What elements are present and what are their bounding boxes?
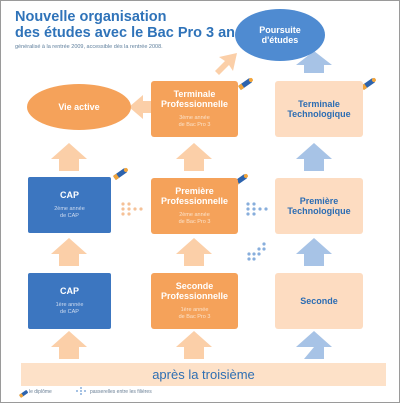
premiere-techno-name: Première Technologique	[287, 196, 351, 216]
arrow-to-poursuite	[296, 51, 332, 73]
up-arrow-icon	[176, 331, 212, 359]
premiere-techno-box: Première Technologique	[275, 178, 363, 234]
seconde-pro-sub: 1ère année de Bac Pro 3	[178, 307, 211, 320]
seconde-techno-name: Seconde	[300, 296, 338, 306]
up-arrow-icon	[51, 143, 87, 171]
title-line-2: des études avec le Bac Pro 3 ans	[15, 25, 244, 41]
page-title: Nouvelle organisation des études avec le…	[15, 9, 243, 41]
premiere-pro-box: Première Professionnelle 2ème année de B…	[151, 178, 238, 234]
vie-active-oval: Vie active	[27, 84, 131, 130]
arrow-to-vie-active	[129, 95, 151, 119]
cap-lower-sub: 1ère année de CAP	[55, 302, 84, 315]
page-subtitle: généralisé à la rentrée 2009, accessible…	[15, 44, 163, 50]
terminale-pro-sub: 3ème année de Bac Pro 3	[178, 115, 211, 128]
up-arrow-icon	[296, 331, 332, 359]
terminale-pro-name: Terminale Professionnelle	[160, 89, 229, 109]
up-arrow-icon	[296, 143, 332, 171]
up-arrow-icon	[296, 238, 332, 266]
legend-passerelles-text: passerelles entre les filières	[90, 389, 152, 395]
legend-diploma-text: le diplôme	[29, 389, 52, 395]
seconde-pro-box: Seconde Professionnelle 1ère année de Ba…	[151, 273, 238, 329]
apres-troisieme-label: après la troisième	[152, 367, 255, 382]
legend-diploma-icon	[19, 390, 28, 398]
cap-upper-name: CAP	[59, 190, 79, 200]
apres-troisieme-bar: après la troisième	[21, 363, 386, 386]
up-arrow-icon	[51, 331, 87, 359]
title-line-1: Nouvelle organisation	[15, 9, 167, 25]
poursuite-etudes-label: Poursuite d'études	[259, 25, 301, 45]
diploma-icon	[113, 168, 128, 181]
premiere-pro-name: Première Professionnelle	[160, 186, 229, 206]
poursuite-etudes-oval: Poursuite d'études	[235, 9, 325, 61]
diploma-icon	[361, 78, 376, 91]
legend-dotted-arrow-icon	[76, 387, 86, 395]
up-arrow-icon	[176, 143, 212, 171]
terminale-pro-box: Terminale Professionnelle 3ème année de …	[151, 81, 238, 137]
vie-active-label: Vie active	[58, 102, 100, 112]
cap-upper-sub: 2ème année de CAP	[54, 206, 85, 219]
seconde-pro-name: Seconde Professionnelle	[160, 281, 229, 301]
terminale-techno-name: Terminale Technologique	[287, 99, 351, 119]
premiere-pro-sub: 2ème année de Bac Pro 3	[178, 212, 211, 225]
arrow-to-poursuite	[215, 53, 237, 75]
diploma-icon	[238, 78, 253, 91]
up-arrow-icon	[51, 238, 87, 266]
up-arrow-icon	[176, 238, 212, 266]
seconde-techno-box: Seconde	[275, 273, 363, 329]
cap-lower-name: CAP	[59, 286, 79, 296]
cap-upper-box: CAP 2ème année de CAP	[28, 177, 111, 233]
terminale-techno-box: Terminale Technologique	[275, 81, 363, 137]
cap-lower-box: CAP 1ère année de CAP	[28, 273, 111, 329]
